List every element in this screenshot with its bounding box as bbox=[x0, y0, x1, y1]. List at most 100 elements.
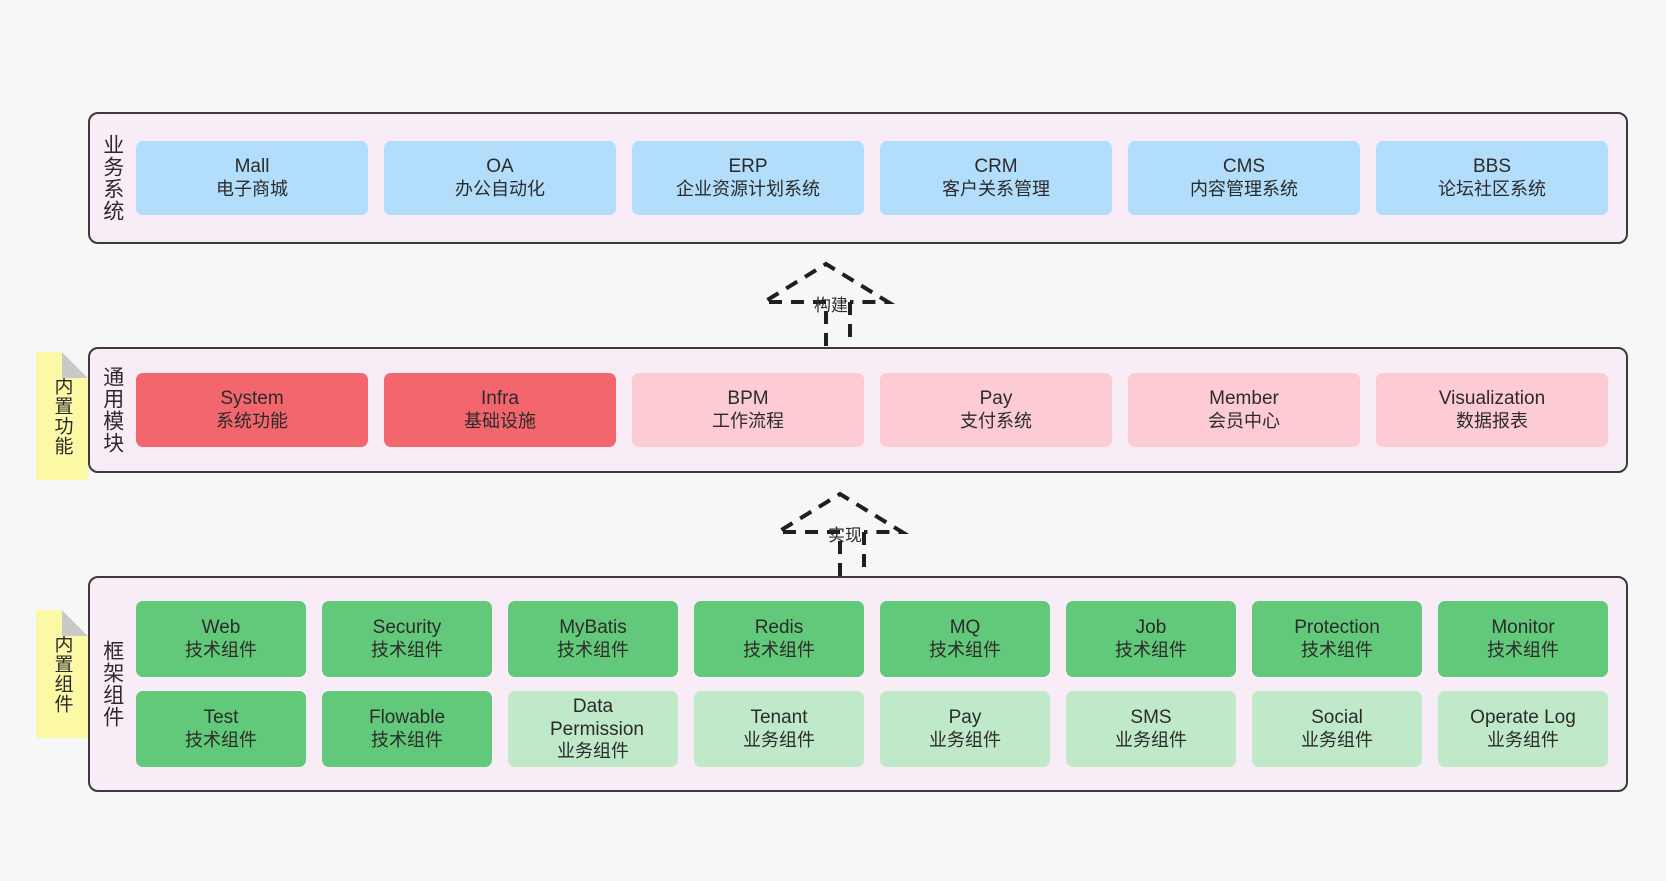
node-bpm[interactable]: BPM 工作流程 bbox=[632, 373, 864, 447]
node-title: MQ bbox=[949, 617, 981, 639]
layer-business-system: 业务系统 Mall 电子商城 OA 办公自动化 ERP 企业资源计划系统 CRM… bbox=[88, 112, 1628, 244]
note-label: 内置组件 bbox=[51, 634, 73, 714]
node-subtitle: 数据报表 bbox=[1456, 410, 1528, 431]
node-title: Mall bbox=[234, 156, 270, 178]
node-pay[interactable]: Pay 支付系统 bbox=[880, 373, 1112, 447]
layer-label-business-system: 业务系统 bbox=[100, 134, 124, 222]
node-title: BPM bbox=[727, 388, 769, 410]
node-subtitle: 办公自动化 bbox=[455, 178, 545, 199]
node-visualization[interactable]: Visualization 数据报表 bbox=[1376, 373, 1608, 447]
layer-row: Mall 电子商城 OA 办公自动化 ERP 企业资源计划系统 CRM 客户关系… bbox=[136, 141, 1608, 215]
node-title: Redis bbox=[754, 617, 804, 639]
node-subtitle: 技术组件 bbox=[1301, 639, 1373, 660]
node-infra[interactable]: Infra 基础设施 bbox=[384, 373, 616, 447]
layer-label-framework-component: 框架组件 bbox=[100, 640, 124, 728]
node-title: Visualization bbox=[1438, 388, 1546, 410]
node-subtitle: 业务组件 bbox=[1115, 729, 1187, 750]
node-title: Data Permission bbox=[550, 695, 644, 741]
node-mq[interactable]: MQ 技术组件 bbox=[880, 601, 1050, 677]
node-title: OA bbox=[486, 156, 514, 178]
connector-build: 构建 bbox=[756, 258, 916, 346]
node-title: CMS bbox=[1222, 156, 1266, 178]
node-system[interactable]: System 系统功能 bbox=[136, 373, 368, 447]
node-data-permission[interactable]: Data Permission 业务组件 bbox=[508, 691, 678, 767]
node-job[interactable]: Job 技术组件 bbox=[1066, 601, 1236, 677]
node-subtitle: 业务组件 bbox=[557, 741, 629, 762]
node-subtitle: 基础设施 bbox=[464, 410, 536, 431]
connector-build-label: 构建 bbox=[814, 296, 848, 315]
node-title: Member bbox=[1209, 388, 1279, 410]
node-mall[interactable]: Mall 电子商城 bbox=[136, 141, 368, 215]
node-title: Operate Log bbox=[1470, 707, 1576, 729]
node-subtitle: 技术组件 bbox=[929, 639, 1001, 660]
node-erp[interactable]: ERP 企业资源计划系统 bbox=[632, 141, 864, 215]
node-title: Tenant bbox=[750, 707, 808, 729]
layer-label-common-module: 通用模块 bbox=[100, 366, 124, 454]
layer-framework-component: 框架组件 Web 技术组件 Security 技术组件 MyBatis 技术组件… bbox=[88, 576, 1628, 792]
node-subtitle: 电子商城 bbox=[216, 178, 288, 199]
node-pay-component[interactable]: Pay 业务组件 bbox=[880, 691, 1050, 767]
node-subtitle: 企业资源计划系统 bbox=[676, 178, 820, 199]
node-subtitle: 业务组件 bbox=[1301, 729, 1373, 750]
node-title: Flowable bbox=[368, 707, 446, 729]
layer-common-module: 通用模块 System 系统功能 Infra 基础设施 BPM 工作流程 Pay… bbox=[88, 347, 1628, 473]
node-oa[interactable]: OA 办公自动化 bbox=[384, 141, 616, 215]
node-flowable[interactable]: Flowable 技术组件 bbox=[322, 691, 492, 767]
node-social[interactable]: Social 业务组件 bbox=[1252, 691, 1422, 767]
connector-implement: 实现 bbox=[770, 488, 930, 576]
node-subtitle: 技术组件 bbox=[743, 639, 815, 660]
node-redis[interactable]: Redis 技术组件 bbox=[694, 601, 864, 677]
connector-implement-label: 实现 bbox=[828, 526, 862, 545]
node-title: CRM bbox=[974, 156, 1018, 178]
node-title: Web bbox=[201, 617, 241, 639]
node-title: Test bbox=[203, 707, 239, 729]
node-subtitle: 技术组件 bbox=[1487, 639, 1559, 660]
node-title: Pay bbox=[948, 707, 982, 729]
node-subtitle: 工作流程 bbox=[712, 410, 784, 431]
node-subtitle: 会员中心 bbox=[1208, 410, 1280, 431]
node-subtitle: 业务组件 bbox=[743, 729, 815, 750]
node-title: Protection bbox=[1294, 617, 1380, 639]
node-title: Job bbox=[1135, 617, 1167, 639]
node-protection[interactable]: Protection 技术组件 bbox=[1252, 601, 1422, 677]
node-subtitle: 客户关系管理 bbox=[942, 178, 1050, 199]
node-subtitle: 业务组件 bbox=[1487, 729, 1559, 750]
node-subtitle: 技术组件 bbox=[371, 639, 443, 660]
node-cms[interactable]: CMS 内容管理系统 bbox=[1128, 141, 1360, 215]
node-mybatis[interactable]: MyBatis 技术组件 bbox=[508, 601, 678, 677]
node-security[interactable]: Security 技术组件 bbox=[322, 601, 492, 677]
node-sms[interactable]: SMS 业务组件 bbox=[1066, 691, 1236, 767]
node-title: SMS bbox=[1130, 707, 1172, 729]
node-crm[interactable]: CRM 客户关系管理 bbox=[880, 141, 1112, 215]
node-subtitle: 论坛社区系统 bbox=[1438, 178, 1546, 199]
node-subtitle: 支付系统 bbox=[960, 410, 1032, 431]
layer-row: System 系统功能 Infra 基础设施 BPM 工作流程 Pay 支付系统… bbox=[136, 373, 1608, 447]
node-title: MyBatis bbox=[559, 617, 627, 639]
node-subtitle: 技术组件 bbox=[371, 729, 443, 750]
node-subtitle: 系统功能 bbox=[216, 410, 288, 431]
node-subtitle: 技术组件 bbox=[185, 729, 257, 750]
node-title: Infra bbox=[480, 388, 520, 410]
node-tenant[interactable]: Tenant 业务组件 bbox=[694, 691, 864, 767]
layer-row: Test 技术组件 Flowable 技术组件 Data Permission … bbox=[136, 691, 1608, 767]
node-subtitle: 内容管理系统 bbox=[1190, 178, 1298, 199]
note-label: 内置功能 bbox=[51, 376, 73, 456]
node-monitor[interactable]: Monitor 技术组件 bbox=[1438, 601, 1608, 677]
node-web[interactable]: Web 技术组件 bbox=[136, 601, 306, 677]
node-subtitle: 技术组件 bbox=[185, 639, 257, 660]
node-title: Social bbox=[1311, 707, 1363, 729]
node-title: ERP bbox=[728, 156, 768, 178]
node-title: Pay bbox=[979, 388, 1013, 410]
node-subtitle: 技术组件 bbox=[557, 639, 629, 660]
node-test[interactable]: Test 技术组件 bbox=[136, 691, 306, 767]
node-title: Monitor bbox=[1491, 617, 1555, 639]
node-bbs[interactable]: BBS 论坛社区系统 bbox=[1376, 141, 1608, 215]
layer-body-common-module: System 系统功能 Infra 基础设施 BPM 工作流程 Pay 支付系统… bbox=[134, 349, 1626, 471]
node-subtitle: 业务组件 bbox=[929, 729, 1001, 750]
node-title: BBS bbox=[1472, 156, 1512, 178]
layer-row: Web 技术组件 Security 技术组件 MyBatis 技术组件 Redi… bbox=[136, 601, 1608, 677]
node-operate-log[interactable]: Operate Log 业务组件 bbox=[1438, 691, 1608, 767]
node-member[interactable]: Member 会员中心 bbox=[1128, 373, 1360, 447]
note-builtin-function: 内置功能 bbox=[36, 352, 88, 480]
